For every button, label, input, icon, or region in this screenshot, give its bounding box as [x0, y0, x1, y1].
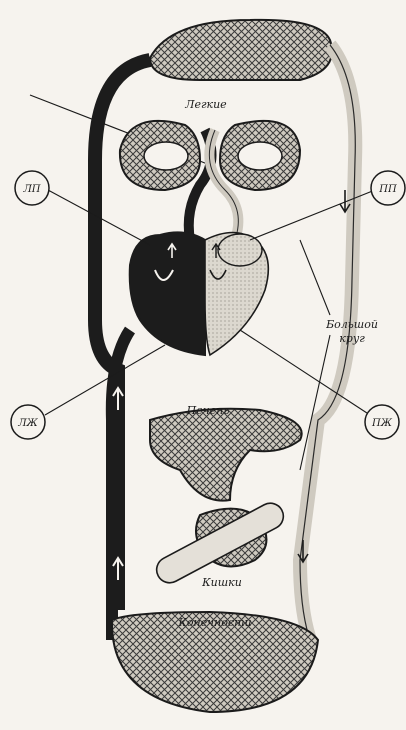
top-capillary-cap: [150, 20, 332, 80]
marker-lzh: ЛЖ: [11, 405, 45, 439]
marker-lp-text: ЛП: [22, 184, 40, 195]
liver-network: [150, 409, 302, 501]
label-lungs: Легкие: [184, 98, 227, 111]
label-liver: Печень: [186, 404, 230, 417]
marker-pzh: ПЖ: [365, 405, 399, 439]
marker-pzh-text: ПЖ: [371, 418, 393, 429]
label-intestines: Кишки: [201, 576, 242, 589]
heart-dark-chambers: [130, 232, 205, 355]
label-limbs: Конечности: [177, 616, 251, 629]
marker-lzh-text: ЛЖ: [17, 418, 38, 429]
pointer-systemic-1: [300, 240, 330, 315]
marker-pp-text: ПП: [378, 184, 397, 195]
label-systemic-line2: круг: [339, 332, 365, 345]
marker-lp: ЛП: [15, 171, 49, 205]
marker-pp: ПП: [371, 171, 405, 205]
label-systemic-line1: Большой: [325, 318, 378, 331]
